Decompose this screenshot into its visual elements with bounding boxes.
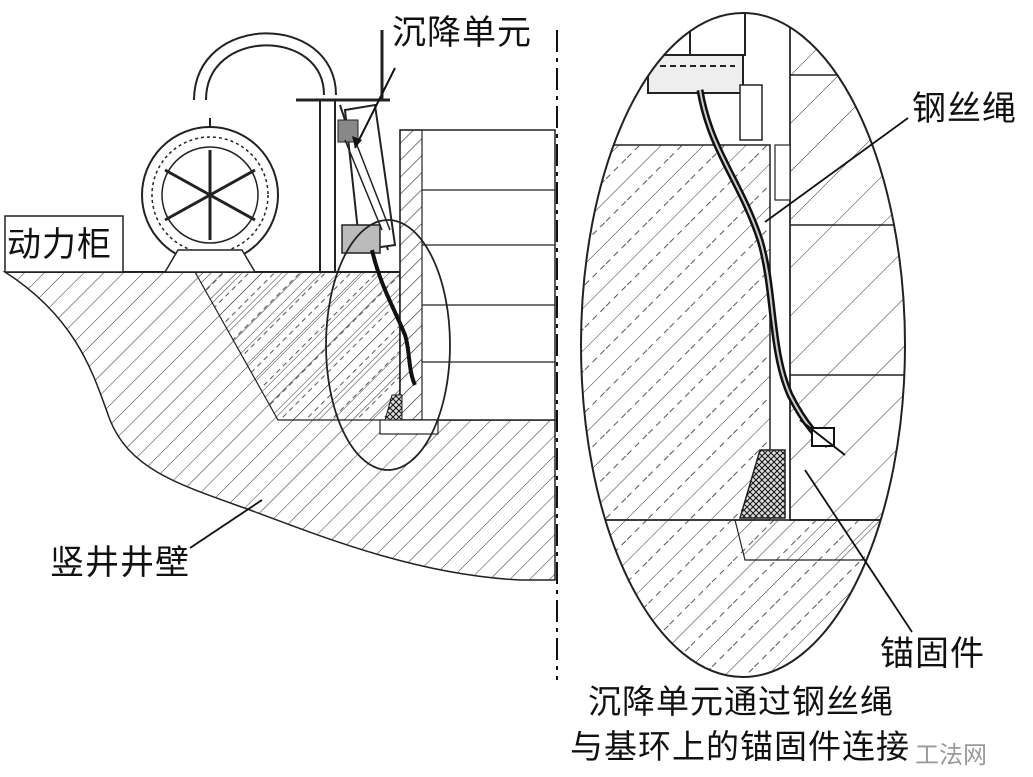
watermark: 工法网 <box>915 741 987 769</box>
detail-callout-ellipse <box>325 219 451 471</box>
winch-drum <box>141 118 279 273</box>
label-sinking-unit: 沉降单元 <box>392 13 532 53</box>
detail-view-ellipse <box>580 12 906 678</box>
wire-rope-leader <box>764 117 909 223</box>
anchor-leader <box>804 469 913 633</box>
detail-view <box>581 13 905 677</box>
caption-line-1: 沉降单元通过钢丝绳 <box>588 682 894 721</box>
power-cabinet <box>4 215 124 273</box>
label-shaft-wall: 竖井井壁 <box>50 543 190 583</box>
label-power-cabinet: 动力柜 <box>7 225 112 265</box>
label-anchor: 锚固件 <box>880 634 985 674</box>
sinking-unit <box>296 30 417 386</box>
shaft-wall-leader <box>189 499 263 549</box>
caption-line-2: 与基环上的锚固件连接 <box>570 727 910 766</box>
sinking-unit-leader <box>354 67 396 149</box>
cable-arc-guide <box>193 32 337 101</box>
label-steel-wire-rope: 钢丝绳 <box>912 89 1017 129</box>
formwork-structure <box>379 129 556 435</box>
